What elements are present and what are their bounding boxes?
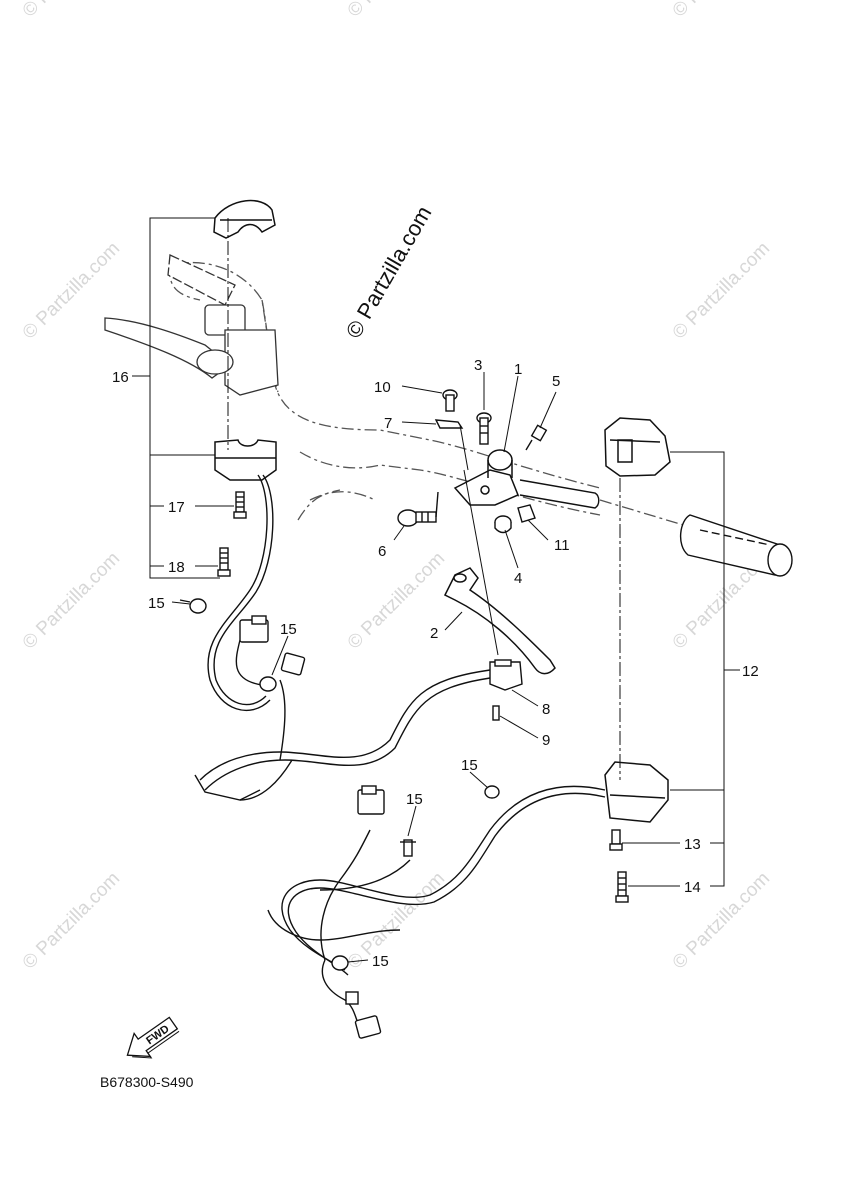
diagram-code: B678300-S490: [100, 1074, 194, 1090]
right-connector-b: [354, 1015, 382, 1039]
callout-15: 15: [280, 621, 297, 638]
part-12-switch-upper: [604, 417, 671, 477]
right-connector-c: [345, 991, 359, 1005]
callouts: 1 2 3 4 5 6 7 8 9 10 11 12 13 14 15 15 1…: [112, 357, 759, 970]
watermark-main: © Partzilla.com: [341, 202, 437, 343]
part-2-clutch-lever: [443, 567, 556, 675]
part-7-clip: [434, 419, 464, 429]
callout-17: 17: [168, 499, 185, 516]
part-15-clamp-left-upper: [179, 598, 207, 614]
part-4-collar: [494, 515, 512, 534]
callout-12: 12: [742, 663, 759, 680]
part-9-screw: [492, 705, 500, 721]
part-5-screw: [525, 424, 548, 451]
fwd-arrow: FWD: [126, 1016, 180, 1059]
callout-2: 2: [430, 625, 438, 642]
callout-15: 15: [148, 595, 165, 612]
part-11-damper: [517, 504, 536, 523]
watermark: © Partzilla.com: [344, 868, 449, 973]
callout-15: 15: [372, 953, 389, 970]
part-15-clamp-right-low: [331, 955, 349, 971]
callout-3: 3: [474, 357, 482, 374]
callout-8: 8: [542, 701, 550, 718]
part-8-clutch-switch: [489, 659, 523, 691]
part-17-bolt: [233, 491, 247, 519]
left-harness: [194, 474, 491, 801]
left-grip-phantom: [104, 254, 279, 396]
right-harness: [267, 785, 606, 1029]
callout-11: 11: [554, 537, 570, 554]
watermark: © Partzilla.com: [19, 868, 124, 973]
part-18-bolt: [217, 547, 231, 577]
part-15-clamp-left-mid: [259, 676, 277, 692]
watermark-group: © Partzilla.com © Partzilla.com © Partzi…: [19, 0, 774, 974]
part-13-screw: [609, 829, 623, 851]
part-15-clamp-right-top: [484, 785, 500, 799]
part-16-lower-bracket: [214, 439, 277, 481]
watermark: © Partzilla.com: [669, 0, 774, 22]
callout-1: 1: [514, 361, 522, 378]
right-grip: [519, 479, 793, 577]
part-12-switch-lower: [604, 761, 669, 823]
callout-18: 18: [168, 559, 185, 576]
callout-7: 7: [384, 415, 392, 432]
left-connector-b: [280, 652, 306, 676]
callout-10: 10: [374, 379, 391, 396]
part-6-adjuster: [397, 491, 439, 527]
leader-lines: [132, 217, 740, 963]
watermark: © Partzilla.com: [19, 548, 124, 653]
callout-6: 6: [378, 543, 386, 560]
right-connector-a: [357, 785, 385, 815]
part-10-screw: [442, 389, 458, 412]
callout-15: 15: [406, 791, 423, 808]
callout-16: 16: [112, 369, 129, 386]
callout-14: 14: [684, 879, 701, 896]
callout-9: 9: [542, 732, 550, 749]
watermark: © Partzilla.com: [669, 238, 774, 343]
left-connector-a: [239, 615, 269, 643]
part-14-screw: [615, 871, 629, 903]
callout-4: 4: [514, 570, 522, 587]
callout-13: 13: [684, 836, 701, 853]
callout-15: 15: [461, 757, 478, 774]
part-3-pivot-bolt: [476, 412, 492, 445]
part-1-lever-holder: [453, 449, 519, 506]
watermark: © Partzilla.com: [344, 0, 449, 22]
part-15-clamp-right-mid: [400, 839, 416, 857]
watermark: © Partzilla.com: [19, 0, 124, 22]
callout-5: 5: [552, 373, 560, 390]
part-16-upper-clamp: [213, 199, 276, 239]
